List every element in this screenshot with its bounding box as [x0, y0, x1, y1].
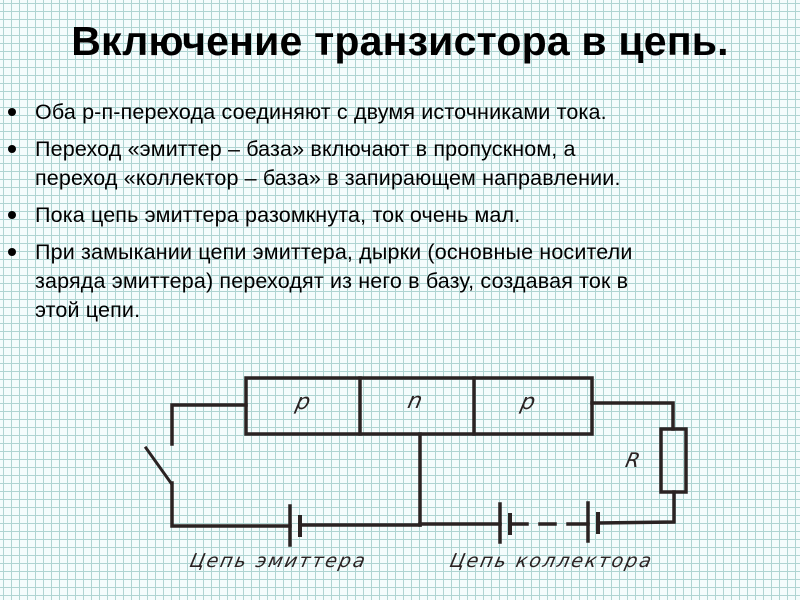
- resistor-icon: [659, 427, 688, 494]
- bullet-dot-icon: [8, 145, 16, 153]
- bullet-list: Оба р-п-перехода соединяют с двумя источ…: [0, 98, 800, 333]
- bullet-text: этой цепи.: [35, 298, 141, 322]
- bullet-text: При замыкании цепи эмиттера, дырки (осно…: [35, 240, 633, 264]
- bullet-dot-icon: [8, 211, 16, 219]
- bullet-item: Пока цепь эмиттера разомкнута, ток очень…: [0, 201, 800, 230]
- region-label-n-base: n: [405, 389, 425, 414]
- bullet-text: Оба р-п-перехода соединяют с двумя источ…: [35, 100, 607, 124]
- emitter-return-wire: [170, 481, 292, 528]
- bullet-text: Пока цепь эмиттера разомкнута, ток очень…: [35, 203, 521, 227]
- collector-circuit-caption: Цепь коллектора: [447, 550, 656, 572]
- bullet-text: Переход «эмиттер – база» включают в проп…: [35, 137, 576, 161]
- emitter-circuit-caption: Цепь эмиттера: [187, 550, 370, 572]
- bullet-dot-icon: [8, 248, 16, 256]
- bullet-text: переход «коллектор – база» в запирающем …: [35, 166, 621, 190]
- region-label-p-emitter: p: [293, 390, 313, 415]
- resistor-label: R: [623, 448, 643, 472]
- bullet-dot-icon: [8, 108, 16, 116]
- emitter-wire: [170, 403, 248, 446]
- region-label-p-collector: p: [518, 390, 538, 415]
- collector-wire: [590, 401, 675, 431]
- collector-return-wire: [596, 490, 676, 525]
- bullet-item: Оба р-п-перехода соединяют с двумя источ…: [0, 98, 800, 127]
- slide-title: Включение транзистора в цепь.: [71, 18, 729, 64]
- bullet-item: Переход «эмиттер – база» включают в проп…: [0, 135, 800, 193]
- switch-blade-icon: [143, 445, 174, 486]
- bullet-text: заряда эмиттера) переходят из него в баз…: [35, 269, 629, 293]
- bullet-item: При замыкании цепи эмиттера, дырки (осно…: [0, 238, 800, 325]
